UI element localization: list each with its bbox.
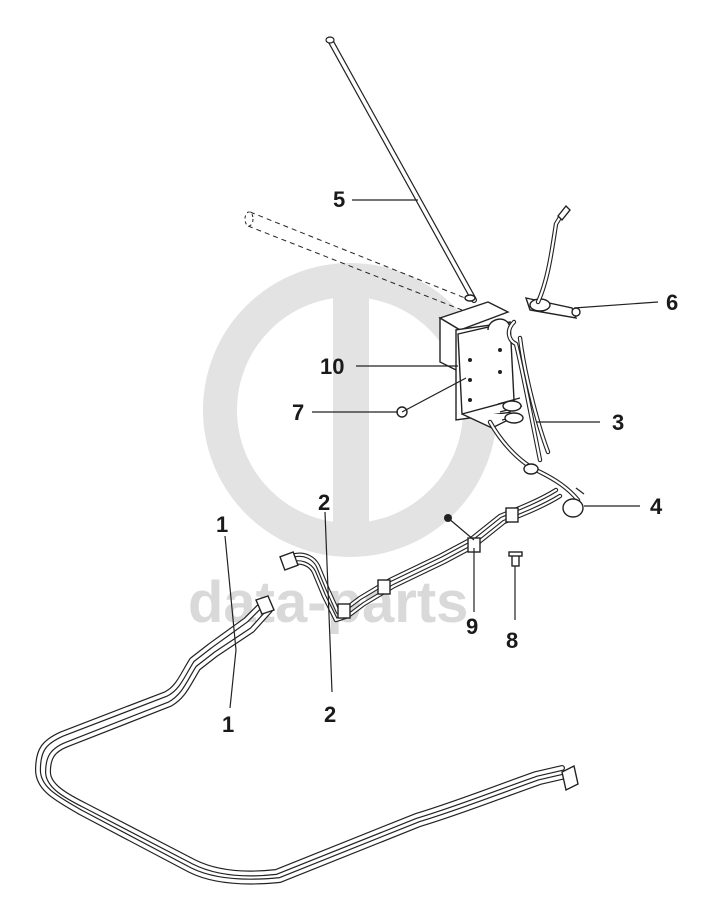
- callout-2-top: 2: [318, 490, 330, 515]
- leader-1-bottom: [229, 649, 237, 709]
- leader-lines: [224, 199, 659, 709]
- leader-1-top: [224, 535, 237, 651]
- callout-9: 9: [466, 614, 478, 639]
- leader-6: [573, 301, 659, 309]
- watermark-logo: data-parts: [188, 263, 497, 635]
- callout-7: 7: [292, 400, 304, 425]
- callout-6: 6: [666, 290, 678, 315]
- callout-8: 8: [506, 628, 518, 653]
- callout-1-top: 1: [216, 512, 228, 537]
- callout-1-bottom: 1: [222, 712, 234, 737]
- callout-10: 10: [320, 354, 344, 379]
- callout-3: 3: [612, 410, 624, 435]
- callout-2-bottom: 2: [324, 702, 336, 727]
- part-5-rod: [325, 36, 477, 303]
- part-8-bolt: [508, 551, 523, 567]
- callout-5: 5: [333, 187, 345, 212]
- leader-9-bolt: [447, 517, 475, 541]
- leader-2: [324, 511, 333, 693]
- watermark-bar: [333, 290, 369, 545]
- part-4-hose: [487, 419, 585, 518]
- part-6-hose: [535, 204, 571, 305]
- part-2-middle-pipe: [279, 487, 563, 623]
- part-5-rod-alternate-position: [244, 211, 471, 311]
- callout-4: 4: [650, 494, 663, 519]
- part-1-lower-pipe: [35, 595, 579, 885]
- part-6-bracket: [524, 297, 581, 319]
- part-10-valve-block: [438, 294, 524, 429]
- part-3-hose: [506, 319, 551, 463]
- leader-7-b: [401, 377, 467, 413]
